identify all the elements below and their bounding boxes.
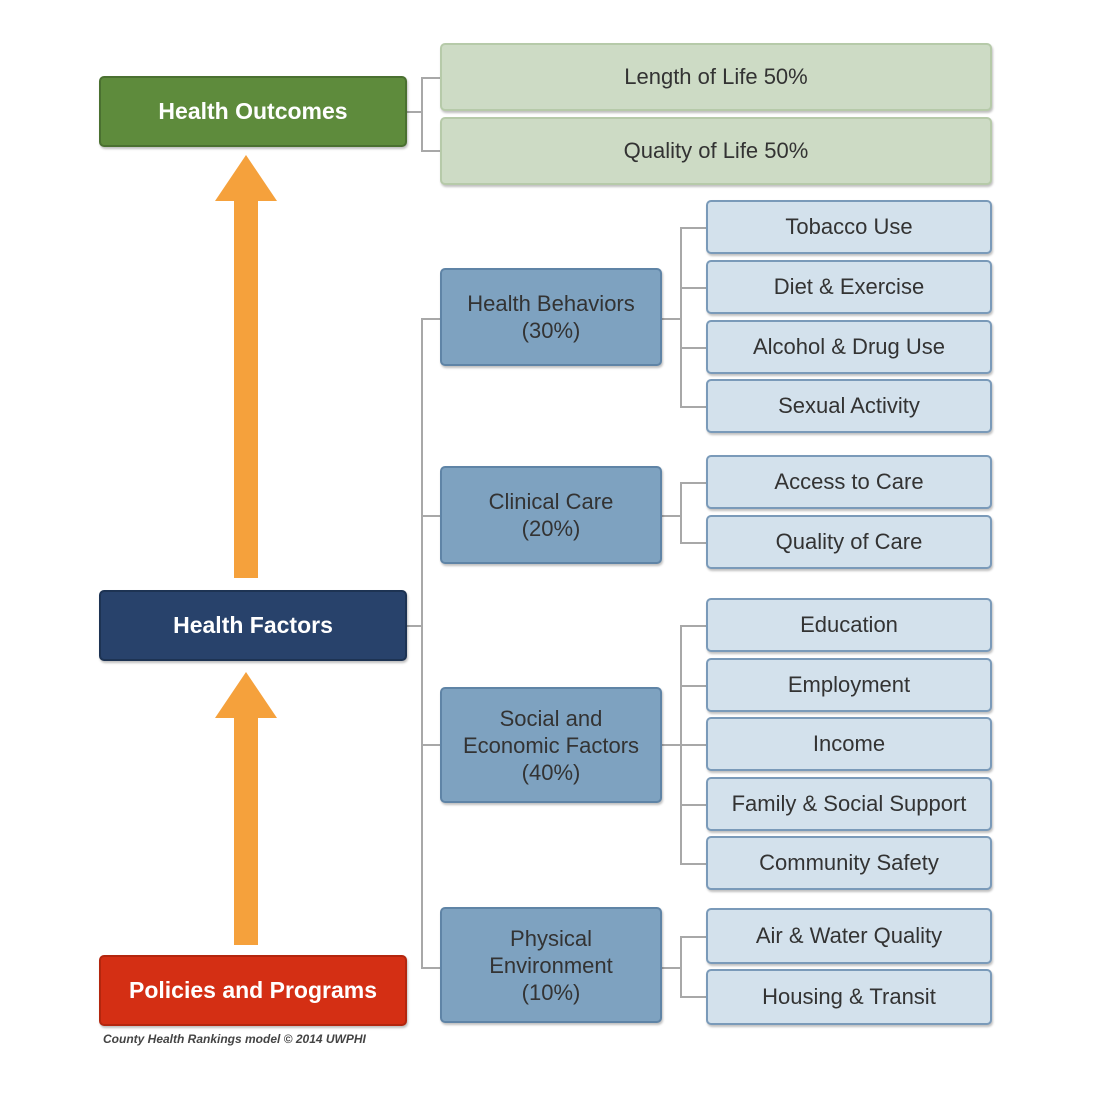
policies-programs-box: Policies and Programs <box>99 955 407 1026</box>
health-outcomes-box: Health Outcomes <box>99 76 407 147</box>
health-factors-label: Health Factors <box>173 612 333 638</box>
arrow-up-to-factors <box>215 672 277 945</box>
subfactor-housing-transit: Housing & Transit <box>706 969 992 1025</box>
health-factors-box: Health Factors <box>99 590 407 661</box>
subfactor-tobacco-use: Tobacco Use <box>706 200 992 254</box>
factor-title: Social and <box>499 705 603 731</box>
outcome-label: Length of Life 50% <box>624 64 808 89</box>
subfactor-label: Family & Social Support <box>731 791 967 816</box>
factor-weight: (40%) <box>521 759 581 785</box>
arrow-up-to-outcomes <box>215 155 277 578</box>
factor-clinical-care: Clinical Care (20%) <box>440 466 662 564</box>
factor-weight: (10%) <box>521 979 581 1005</box>
factor-title: Clinical Care <box>488 489 614 514</box>
factor-weight: (20%) <box>521 516 581 541</box>
subfactor-label: Air & Water Quality <box>755 923 943 948</box>
outcome-label: Quality of Life 50% <box>623 138 809 163</box>
outcome-quality-of-life: Quality of Life 50% <box>440 117 992 185</box>
policies-programs-label: Policies and Programs <box>129 977 377 1003</box>
subfactor-label: Community Safety <box>759 850 939 875</box>
subfactor-label: Tobacco Use <box>785 214 913 239</box>
subfactor-access-to-care: Access to Care <box>706 455 992 509</box>
factor-title-line2: Environment <box>489 952 613 978</box>
subfactor-alcohol-drug-use: Alcohol & Drug Use <box>706 320 992 374</box>
subfactor-quality-of-care: Quality of Care <box>706 515 992 569</box>
subfactor-family-social-support: Family & Social Support <box>706 777 992 831</box>
factor-physical-environment: Physical Environment (10%) <box>440 907 662 1023</box>
subfactor-label: Education <box>800 612 898 637</box>
subfactor-education: Education <box>706 598 992 652</box>
subfactor-label: Alcohol & Drug Use <box>753 334 945 359</box>
factor-weight: (30%) <box>521 318 581 343</box>
subfactor-label: Sexual Activity <box>778 393 920 418</box>
health-outcomes-label: Health Outcomes <box>158 98 348 124</box>
subfactor-label: Income <box>812 731 886 756</box>
subfactor-label: Access to Care <box>774 469 924 494</box>
subfactor-air-water-quality: Air & Water Quality <box>706 908 992 964</box>
outcome-length-of-life: Length of Life 50% <box>440 43 992 111</box>
subfactor-community-safety: Community Safety <box>706 836 992 890</box>
subfactor-label: Employment <box>787 672 911 697</box>
copyright-caption: County Health Rankings model © 2014 UWPH… <box>103 1032 366 1046</box>
subfactor-label: Housing & Transit <box>762 984 936 1009</box>
subfactor-sexual-activity: Sexual Activity <box>706 379 992 433</box>
subfactor-employment: Employment <box>706 658 992 712</box>
factor-social-economic: Social and Economic Factors (40%) <box>440 687 662 803</box>
factor-health-behaviors: Health Behaviors (30%) <box>440 268 662 366</box>
factor-title: Health Behaviors <box>467 291 635 316</box>
factor-title-line2: Economic Factors <box>462 732 640 758</box>
subfactor-label: Diet & Exercise <box>773 274 925 299</box>
subfactor-label: Quality of Care <box>775 529 923 554</box>
subfactor-diet-exercise: Diet & Exercise <box>706 260 992 314</box>
factor-title: Physical <box>510 925 592 951</box>
subfactor-income: Income <box>706 717 992 771</box>
